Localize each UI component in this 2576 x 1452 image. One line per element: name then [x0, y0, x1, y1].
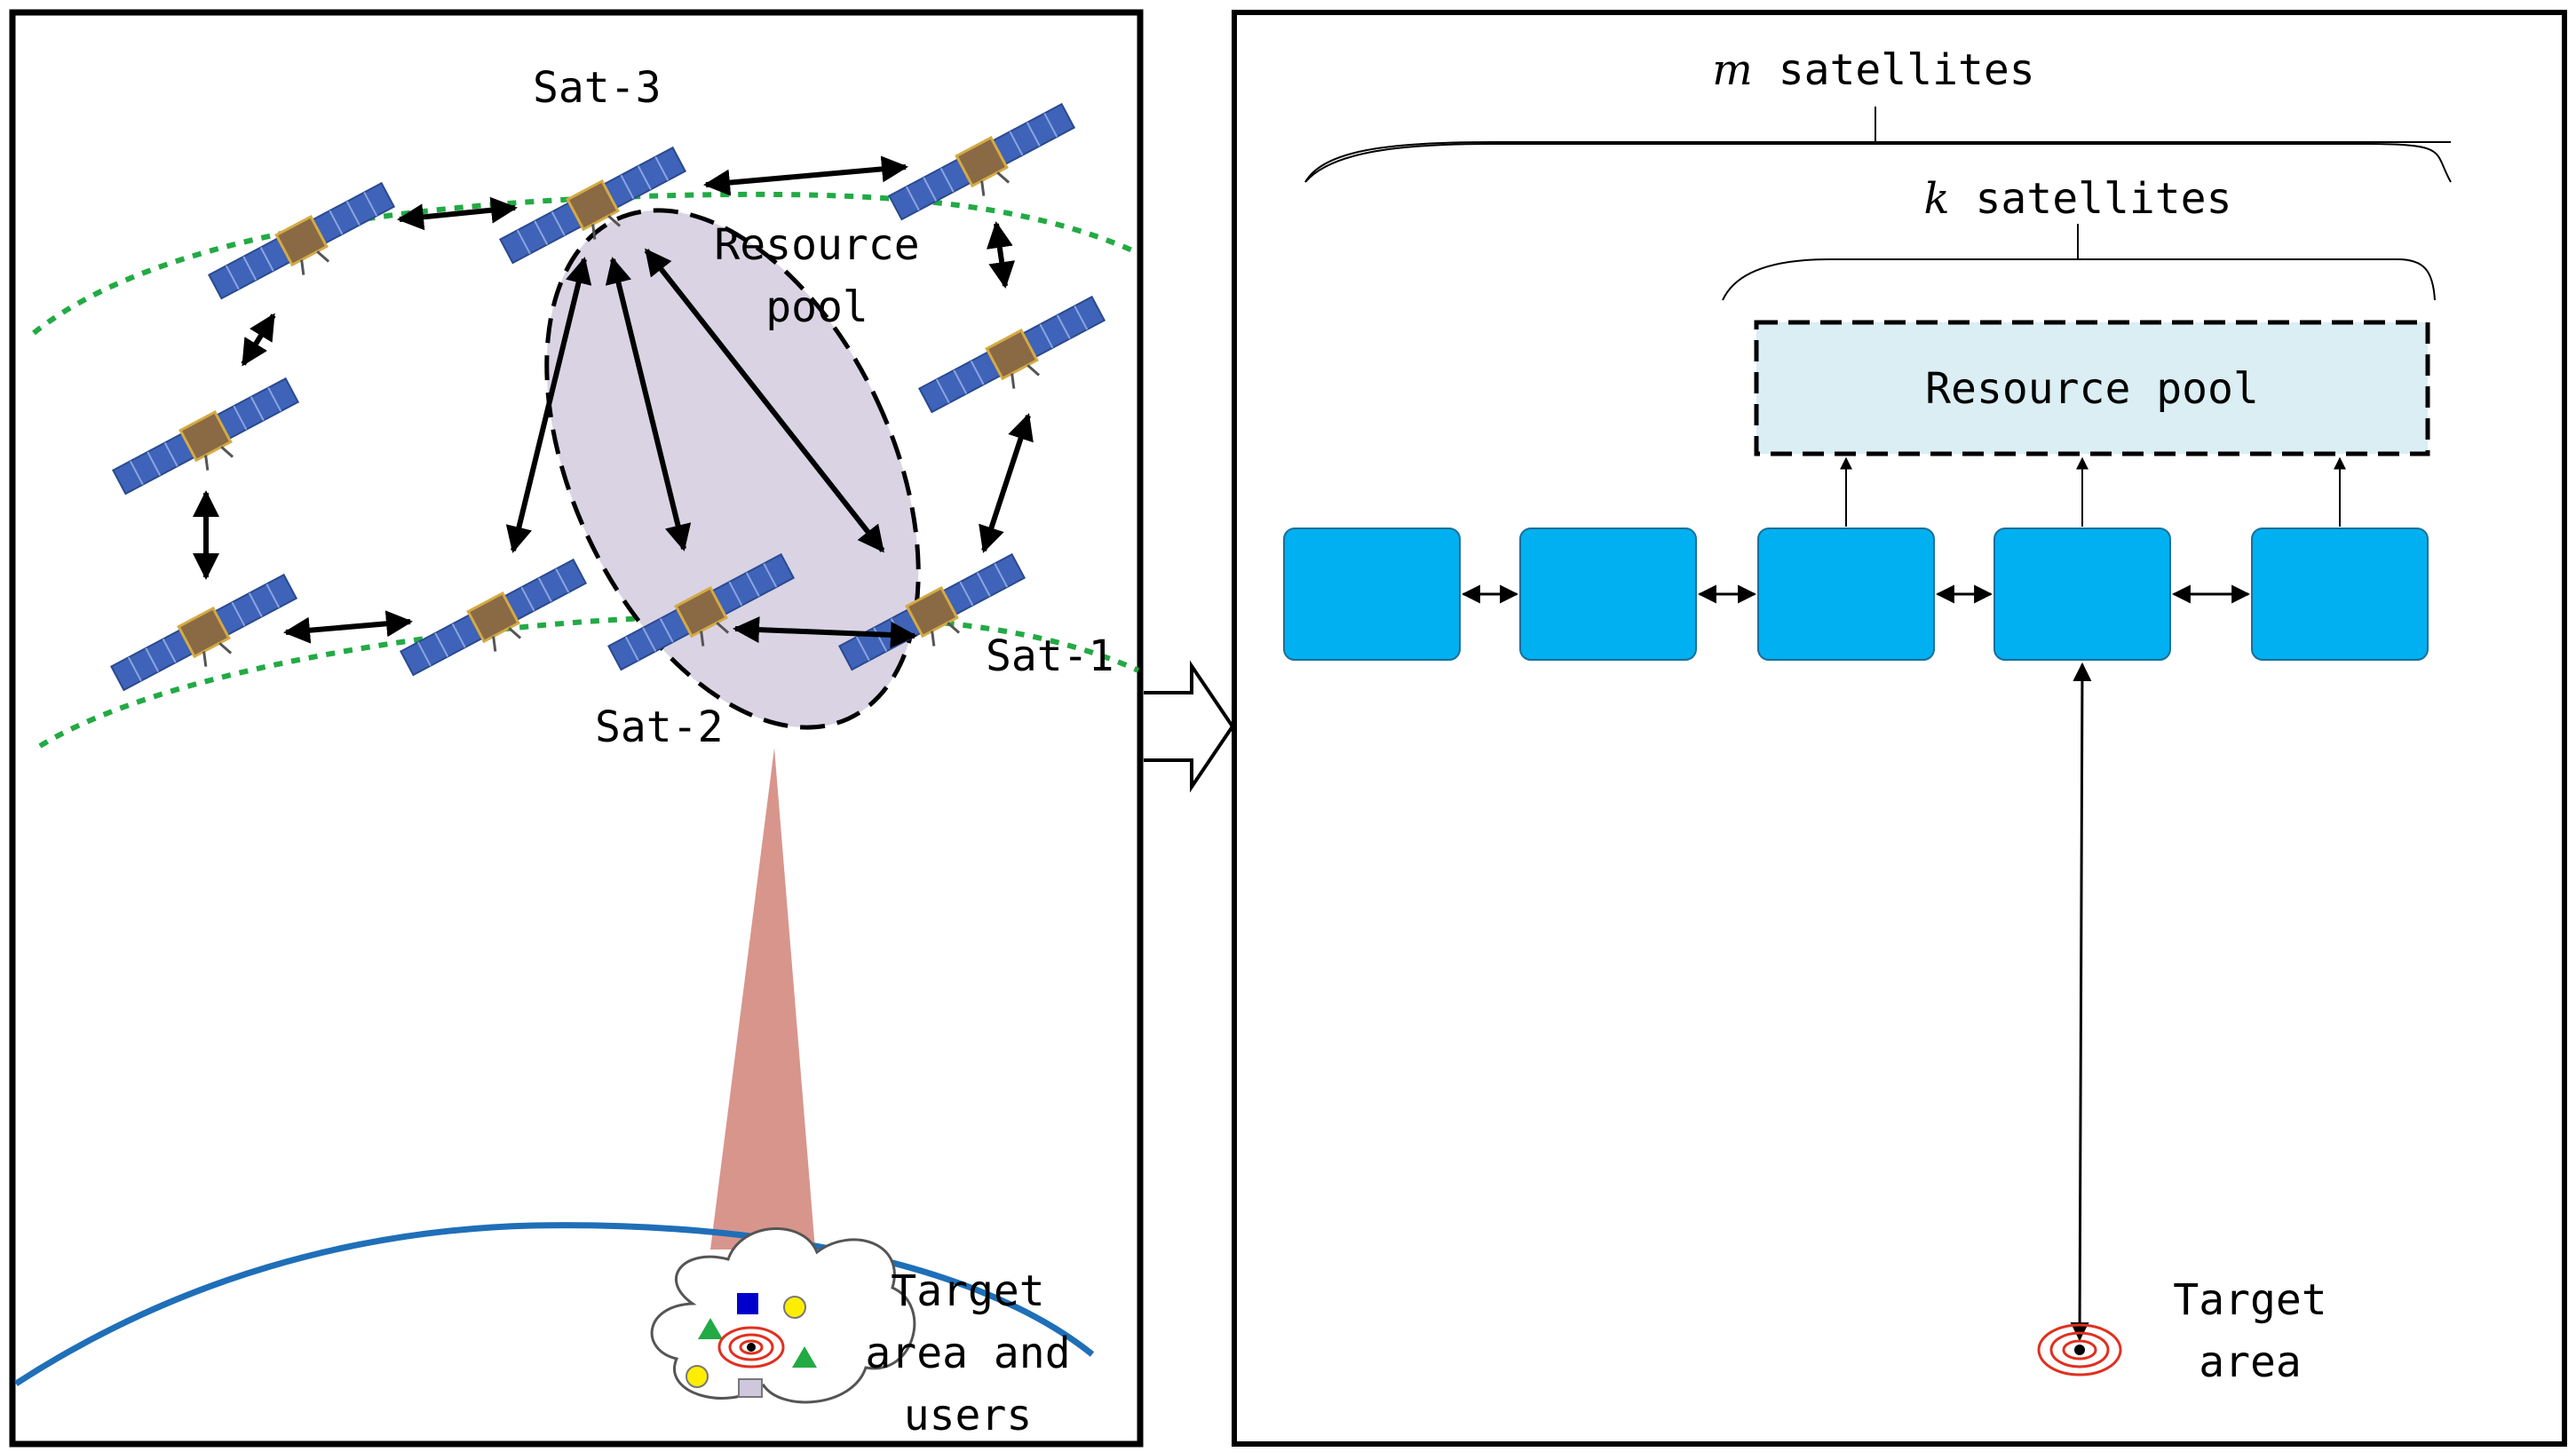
target-area-label-line1: Target	[2173, 1275, 2326, 1325]
m-satellites-brace	[1304, 140, 2451, 183]
k-satellites-label: k satellites	[1924, 174, 2232, 224]
target-icon	[717, 1326, 785, 1369]
lower-orbit	[38, 613, 1140, 749]
satellite-icon	[109, 374, 308, 512]
satellite-icon	[885, 99, 1084, 237]
user-circle-icon	[686, 1365, 709, 1388]
target-area-label-line2: area	[2199, 1337, 2302, 1387]
resource-pool-box-label: Resource pool	[1925, 364, 2259, 414]
sat3-label: Sat-3	[533, 63, 662, 113]
target-users-label-line2: area and	[865, 1329, 1070, 1378]
user-square-icon	[737, 1293, 758, 1314]
user-circle-icon	[783, 1296, 806, 1319]
sat2-label: Sat-2	[595, 702, 724, 752]
inter-satellite-links	[193, 155, 1034, 648]
right-panel-frame	[1232, 10, 2567, 1447]
user-triangle-icon	[698, 1318, 723, 1339]
target-users-label-line1: Target	[891, 1266, 1044, 1316]
target-area-icon	[2037, 1323, 2122, 1377]
resource-pool-label-line2: pool	[765, 282, 868, 332]
satellite-icon	[397, 555, 596, 693]
target-cloud	[650, 1226, 916, 1404]
satellite-icon	[107, 570, 306, 708]
user-square-icon	[738, 1378, 763, 1398]
k-satellites-brace	[1722, 258, 2436, 301]
satellite-node	[2251, 528, 2429, 661]
m-satellites-label: m satellites	[1712, 45, 2034, 95]
transition-arrow	[1144, 660, 1235, 793]
satellite-icon	[915, 292, 1114, 430]
satellite-node	[1283, 528, 1461, 661]
left-panel-frame	[9, 9, 1144, 1448]
target-link	[2070, 662, 2092, 1342]
earth-surface	[14, 1222, 1095, 1386]
resource-pool-box	[1754, 320, 2430, 456]
satellite-node	[1519, 528, 1697, 661]
pool-links	[1840, 456, 2346, 527]
satellite-icon	[205, 179, 404, 316]
satellite-node	[1757, 528, 1935, 661]
coverage-beam	[710, 748, 815, 1250]
user-triangle-icon	[792, 1346, 817, 1368]
upper-orbit	[32, 191, 1140, 336]
sat1-label: Sat-1	[986, 631, 1114, 681]
resource-pool-label-line1: Resource	[714, 220, 919, 270]
satellite-node	[1993, 528, 2171, 661]
target-users-label-line3: users	[904, 1391, 1033, 1440]
